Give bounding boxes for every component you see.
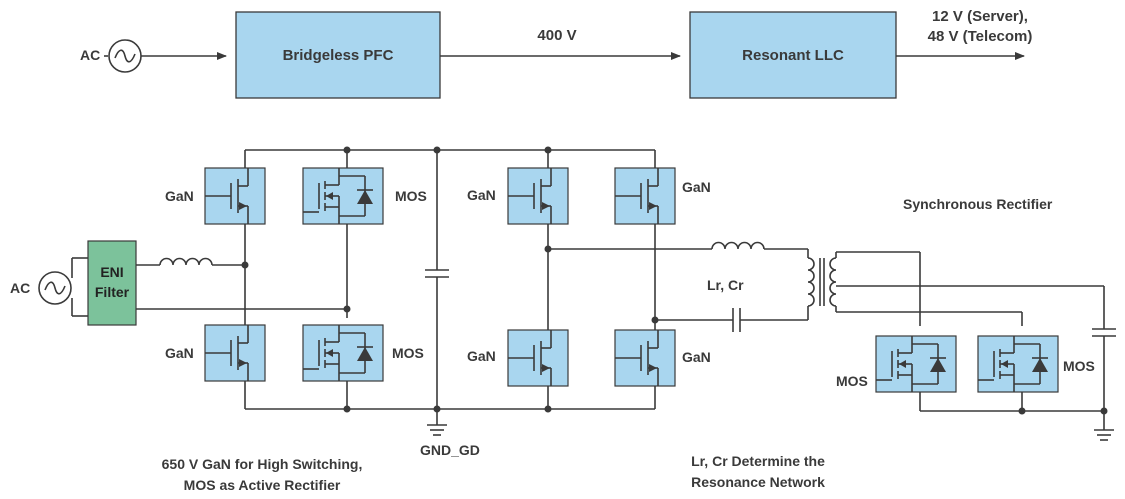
- mos-label: MOS: [392, 345, 424, 361]
- llc-block-label: Resonant LLC: [742, 47, 844, 64]
- bus-voltage-label: 400 V: [537, 27, 576, 44]
- mos-switch-sr-right: [977, 335, 1059, 393]
- mos-switch-pfc-bottom: [302, 324, 384, 382]
- pfc-note-line1: 650 V GaN for High Switching,: [162, 456, 363, 472]
- pfc-block-label: Bridgeless PFC: [283, 47, 394, 64]
- llc-note-line2: Resonance Network: [691, 474, 825, 490]
- pfc-note-line2: MOS as Active Rectifier: [184, 477, 341, 493]
- gan-switch-pfc-top: [204, 167, 266, 225]
- llc-block: Resonant LLC: [689, 11, 897, 99]
- top-power-chain: AC Bridgeless PFC 400 V Resonant LLC 12 …: [80, 8, 1033, 99]
- gan-label: GaN: [467, 187, 496, 203]
- input-ac-source-icon: [38, 271, 72, 305]
- gan-label: GaN: [682, 349, 711, 365]
- device-labels: GaN GaN MOS MOS GaN GaN GaN GaN MOS MOS …: [165, 179, 1095, 458]
- filter-label-line1: ENI: [100, 264, 123, 280]
- mos-switch-pfc-top: [302, 167, 384, 225]
- gan-switch-llc-bottom-left: [507, 329, 569, 387]
- llc-note-line1: Lr, Cr Determine the: [691, 453, 825, 469]
- circuit-wiring: [52, 149, 1116, 430]
- emi-filter-block: ENI Filter: [87, 240, 137, 326]
- mos-label: MOS: [836, 373, 868, 389]
- mos-label: MOS: [395, 188, 427, 204]
- lr-cr-label: Lr, Cr: [707, 277, 744, 293]
- gan-switch-llc-bottom-right: [614, 329, 676, 387]
- gnd-label: GND_GD: [420, 442, 480, 458]
- gan-switch-llc-top-left: [507, 167, 569, 225]
- top-ac-source-icon: [108, 39, 142, 73]
- top-ac-label: AC: [80, 47, 100, 63]
- output-label-line2: 48 V (Telecom): [928, 28, 1033, 45]
- pfc-block: Bridgeless PFC: [235, 11, 441, 99]
- mos-label: MOS: [1063, 358, 1095, 374]
- output-label-line1: 12 V (Server),: [932, 8, 1028, 25]
- ground-icon: [427, 424, 447, 436]
- ground-icon: [1094, 429, 1114, 441]
- gan-label: GaN: [165, 188, 194, 204]
- gan-label: GaN: [467, 348, 496, 364]
- gan-switch-pfc-bottom: [204, 324, 266, 382]
- filter-label-line2: Filter: [95, 284, 130, 300]
- mos-switch-sr-left: [875, 335, 957, 393]
- input-ac-label: AC: [10, 280, 30, 296]
- gan-switch-llc-top-right: [614, 167, 676, 225]
- junction-dots: [241, 146, 1108, 415]
- gan-label: GaN: [165, 345, 194, 361]
- annotation-notes: 650 V GaN for High Switching, MOS as Act…: [162, 453, 825, 493]
- sync-rectifier-label: Synchronous Rectifier: [903, 196, 1053, 212]
- gan-label: GaN: [682, 179, 711, 195]
